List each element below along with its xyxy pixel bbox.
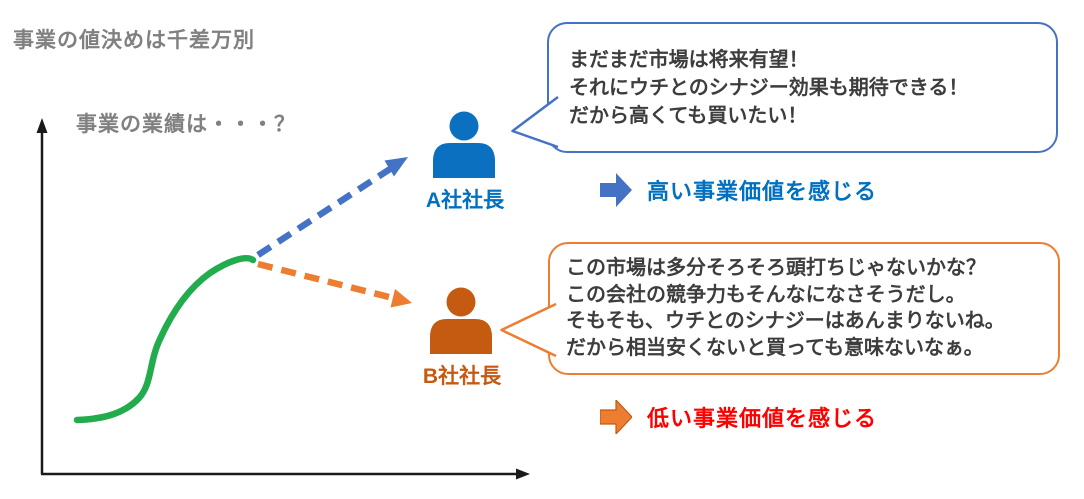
bubble-b-line-3: そもそも、ウチとのシナジーはあんまりないね。 [566, 310, 1005, 332]
person-a-icon [433, 111, 495, 178]
bubble-a-line-3: だから高くても買いたい！ [569, 105, 808, 127]
bubble-b-line-4: だから相当安くないと買っても意味ないなぁ。 [566, 336, 984, 359]
chart-axis-label: 事業の業績は・・・？ [76, 113, 296, 136]
optimistic-arrowhead-icon [384, 157, 408, 177]
bubble-a-line-1: まだまだ市場は将来有望！ [569, 49, 809, 71]
right-block-arrow-orange-icon [600, 400, 632, 434]
x-axis-arrowhead-icon [516, 468, 530, 480]
bubble-b-line-1: この市場は多分そろそろ頭打ちじゃないかな？ [566, 257, 986, 279]
pessimistic-dashed-arrow [257, 260, 392, 301]
bubble-a-line-2: それにウチとのシナジー効果も期待できる！ [569, 77, 969, 99]
speech-bubble-b: この市場は多分そろそろ頭打ちじゃないかな？ この会社の競争力もそんなになさそうだ… [548, 242, 1060, 375]
conclusion-b-text: 低い事業価値を感じる [647, 406, 878, 431]
conclusion-a: 高い事業価値を感じる [600, 173, 877, 207]
y-axis-arrowhead-icon [36, 118, 48, 133]
person-b-icon [430, 287, 492, 354]
conclusion-a-text: 高い事業価値を感じる [647, 179, 878, 204]
right-block-arrow-blue-icon [600, 173, 632, 207]
optimistic-dashed-arrow [256, 166, 392, 258]
growth-curve [73, 255, 257, 424]
person-a-label: A社社長 [425, 189, 505, 212]
conclusion-b: 低い事業価値を感じる [600, 400, 877, 434]
speech-bubble-a-tail [511, 95, 559, 149]
speech-bubble-a: まだまだ市場は将来有望！ それにウチとのシナジー効果も期待できる！ だから高くて… [547, 22, 1058, 153]
person-b-label: B社社長 [422, 365, 502, 388]
bubble-b-line-2: この会社の競争力もそんなになさそうだし。 [566, 283, 966, 306]
speech-bubble-b-tail [500, 302, 557, 358]
pessimistic-arrowhead-icon [390, 289, 412, 308]
page-title: 事業の値決めは千差万別 [13, 29, 255, 52]
